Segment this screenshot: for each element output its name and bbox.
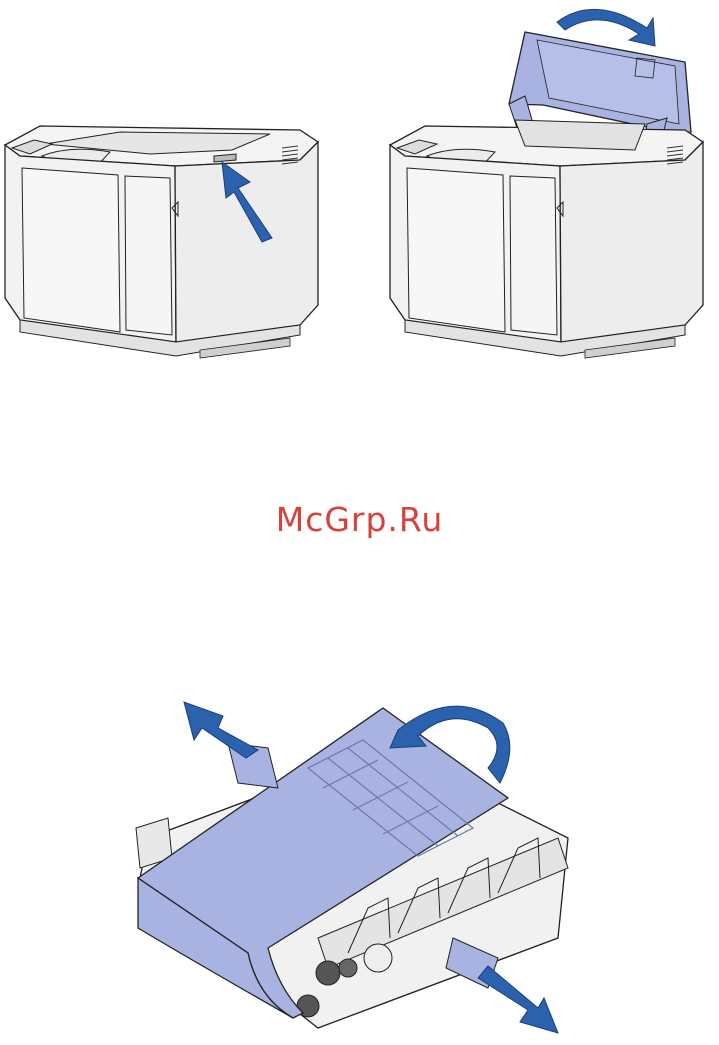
printer-open-illustration (385, 0, 719, 375)
printer-with-release-latch-arrow-icon (0, 120, 335, 370)
printer-closed-illustration (0, 120, 335, 370)
transfer-belt-illustration (128, 688, 598, 1045)
transfer-belt-removal-icon (128, 688, 598, 1045)
watermark-text: McGrp.Ru (0, 500, 719, 539)
printer-with-top-cover-open-icon (385, 0, 719, 375)
